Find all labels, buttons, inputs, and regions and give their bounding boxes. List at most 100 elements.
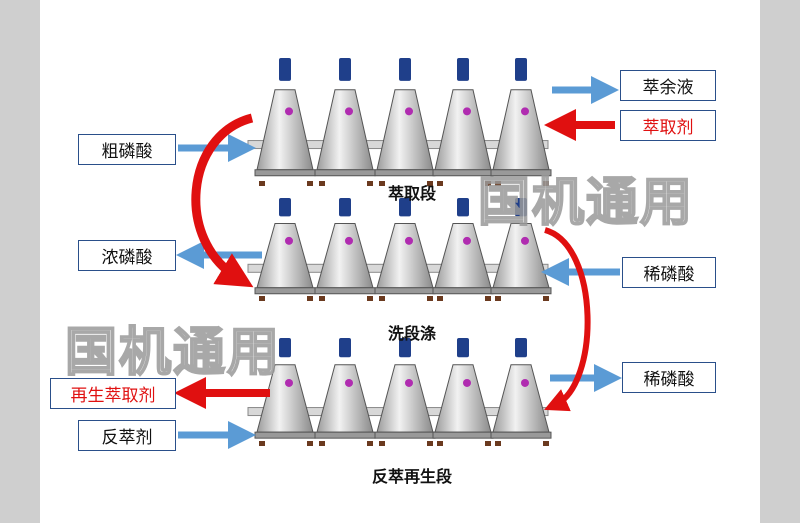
foot bbox=[495, 181, 501, 186]
foot bbox=[367, 441, 373, 446]
mixer-settler-unit bbox=[374, 58, 436, 186]
impeller bbox=[463, 378, 471, 387]
foot bbox=[427, 181, 433, 186]
impeller bbox=[521, 378, 529, 387]
watermark: 国机通用 bbox=[64, 322, 282, 384]
tank bbox=[376, 364, 434, 433]
foot bbox=[543, 181, 549, 186]
dilute-acid-label: 稀磷酸 bbox=[622, 257, 716, 288]
foot bbox=[259, 181, 265, 186]
base bbox=[314, 431, 376, 439]
foot bbox=[437, 181, 443, 186]
base bbox=[374, 169, 436, 177]
tank bbox=[316, 89, 374, 171]
base bbox=[490, 169, 552, 177]
base bbox=[254, 169, 316, 177]
base bbox=[490, 287, 552, 295]
mixer-settler-unit bbox=[490, 338, 552, 446]
mixer-settler-unit bbox=[254, 198, 316, 301]
motor bbox=[457, 198, 469, 217]
foot bbox=[437, 296, 443, 301]
base bbox=[374, 431, 436, 439]
tank bbox=[376, 89, 434, 171]
motor bbox=[399, 198, 411, 217]
foot bbox=[543, 441, 549, 446]
foot bbox=[543, 296, 549, 301]
extract-to-wash-arrow bbox=[191, 113, 254, 288]
impeller bbox=[463, 107, 471, 116]
motor bbox=[399, 338, 411, 358]
motor bbox=[457, 338, 469, 358]
conc-acid-label: 浓磷酸 bbox=[78, 240, 176, 271]
impeller bbox=[345, 236, 353, 245]
impeller bbox=[521, 236, 529, 245]
foot bbox=[259, 296, 265, 301]
tank bbox=[316, 364, 374, 433]
mixer-settler-unit bbox=[374, 338, 436, 446]
foot bbox=[485, 181, 491, 186]
foot bbox=[495, 441, 501, 446]
motor bbox=[279, 198, 291, 217]
impeller bbox=[285, 107, 293, 116]
strip-agent-label: 反萃剂 bbox=[78, 420, 176, 451]
foot bbox=[427, 441, 433, 446]
base bbox=[254, 431, 316, 439]
washing-stage-title: 洗段涤 bbox=[388, 324, 437, 343]
stripping-stage-title: 反萃再生段 bbox=[372, 467, 453, 486]
impeller bbox=[405, 107, 413, 116]
mixer-settler-unit bbox=[314, 198, 376, 301]
watermark: 国机通用 bbox=[477, 172, 695, 234]
raffinate-label: 萃余液 bbox=[620, 70, 716, 101]
base bbox=[314, 169, 376, 177]
foot bbox=[367, 181, 373, 186]
foot bbox=[259, 441, 265, 446]
mixer-settler-unit bbox=[374, 198, 436, 301]
extraction-stage-title: 萃取段 bbox=[388, 184, 437, 203]
foot bbox=[485, 441, 491, 446]
tank bbox=[434, 89, 492, 171]
impeller bbox=[405, 236, 413, 245]
foot bbox=[319, 296, 325, 301]
foot bbox=[319, 441, 325, 446]
base bbox=[374, 287, 436, 295]
impeller bbox=[285, 236, 293, 245]
foot bbox=[495, 296, 501, 301]
foot bbox=[307, 296, 313, 301]
impeller bbox=[463, 236, 471, 245]
base bbox=[432, 287, 494, 295]
crude-acid-label: 粗磷酸 bbox=[78, 134, 176, 165]
foot bbox=[485, 296, 491, 301]
foot bbox=[307, 441, 313, 446]
base bbox=[254, 287, 316, 295]
mixer-settler-unit bbox=[432, 338, 494, 446]
motor bbox=[457, 58, 469, 81]
mixer-settler-unit bbox=[490, 58, 552, 186]
regen-extractant-label: 再生萃取剂 bbox=[50, 378, 176, 409]
extractant-label: 萃取剂 bbox=[620, 110, 716, 141]
dilute-acid-label: 稀磷酸 bbox=[622, 362, 716, 393]
foot bbox=[307, 181, 313, 186]
tank bbox=[492, 364, 550, 433]
motor bbox=[339, 58, 351, 81]
motor bbox=[515, 198, 527, 217]
tank bbox=[316, 223, 374, 289]
tank bbox=[376, 223, 434, 289]
motor bbox=[339, 338, 351, 358]
mixer-settler-unit bbox=[254, 338, 316, 446]
foot bbox=[379, 441, 385, 446]
base bbox=[490, 431, 552, 439]
motor bbox=[515, 338, 527, 358]
mixer-settler-unit bbox=[314, 58, 376, 186]
wash-to-strip-arrow bbox=[543, 227, 591, 412]
motor bbox=[399, 58, 411, 81]
mixer-settler-unit bbox=[490, 198, 552, 301]
foot bbox=[379, 181, 385, 186]
base bbox=[432, 431, 494, 439]
impeller bbox=[521, 107, 529, 116]
motor bbox=[279, 58, 291, 81]
motor bbox=[339, 198, 351, 217]
foot bbox=[427, 296, 433, 301]
tank bbox=[492, 89, 550, 171]
impeller bbox=[285, 378, 293, 387]
